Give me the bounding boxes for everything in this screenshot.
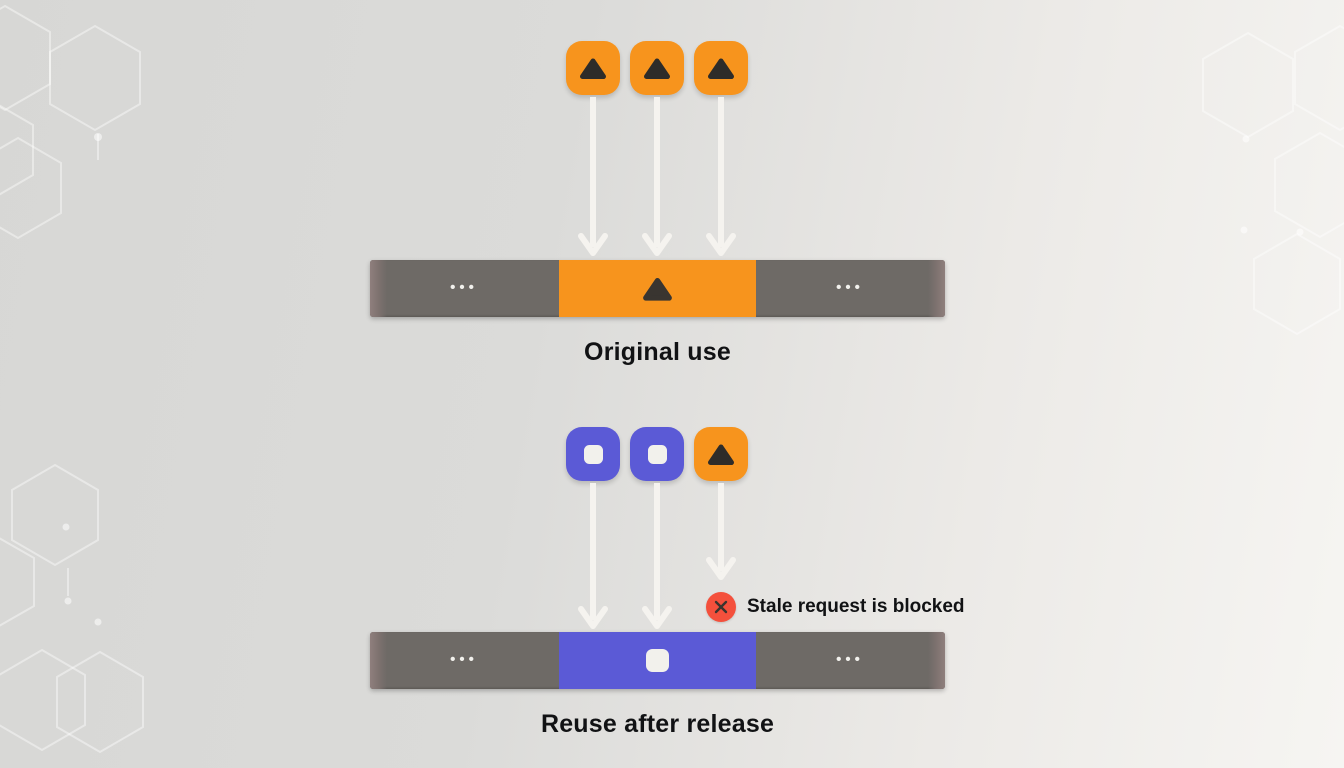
reused-slot: [559, 632, 756, 689]
square-icon: [583, 444, 603, 464]
memory-bar-reused: ••• •••: [370, 632, 945, 689]
request-block-square-1: [566, 427, 620, 481]
request-block-triangle-3: [694, 41, 748, 95]
down-arrow-icon: [642, 483, 672, 629]
triangle-icon: [580, 58, 606, 79]
diagram-label-reuse-after-release: Reuse after release: [540, 710, 775, 738]
request-block-triangle-1: [566, 41, 620, 95]
ellipsis-right: •••: [836, 279, 864, 296]
x-circle-icon: [706, 592, 736, 622]
memory-bar-original: ••• •••: [370, 260, 945, 317]
bar-left-cap: [370, 260, 387, 317]
request-block-triangle-2: [630, 41, 684, 95]
triangle-icon: [708, 58, 734, 79]
bar-right-cap: [928, 260, 945, 317]
request-block-stale-triangle: [694, 427, 748, 481]
down-arrow-icon: [578, 97, 608, 256]
down-arrow-icon: [706, 97, 736, 256]
triangle-icon: [708, 444, 734, 465]
bar-left-cap: [370, 632, 387, 689]
allocated-slot: [559, 260, 756, 317]
stale-request-annotation: Stale request is blocked: [747, 596, 965, 617]
x-icon: [714, 600, 728, 614]
slot-triangle-icon: [643, 277, 672, 301]
down-arrow-icon: [642, 97, 672, 256]
down-arrow-icon: [578, 483, 608, 629]
ellipsis-left: •••: [450, 279, 478, 296]
square-icon: [647, 444, 667, 464]
triangle-icon: [644, 58, 670, 79]
slot-square-icon: [646, 649, 669, 672]
diagram-label-original-use: Original use: [584, 338, 731, 366]
bar-right-cap: [928, 632, 945, 689]
request-block-square-2: [630, 427, 684, 481]
ellipsis-right: •••: [836, 651, 864, 668]
ellipsis-left: •••: [450, 651, 478, 668]
blocked-down-arrow-icon: [706, 483, 736, 580]
